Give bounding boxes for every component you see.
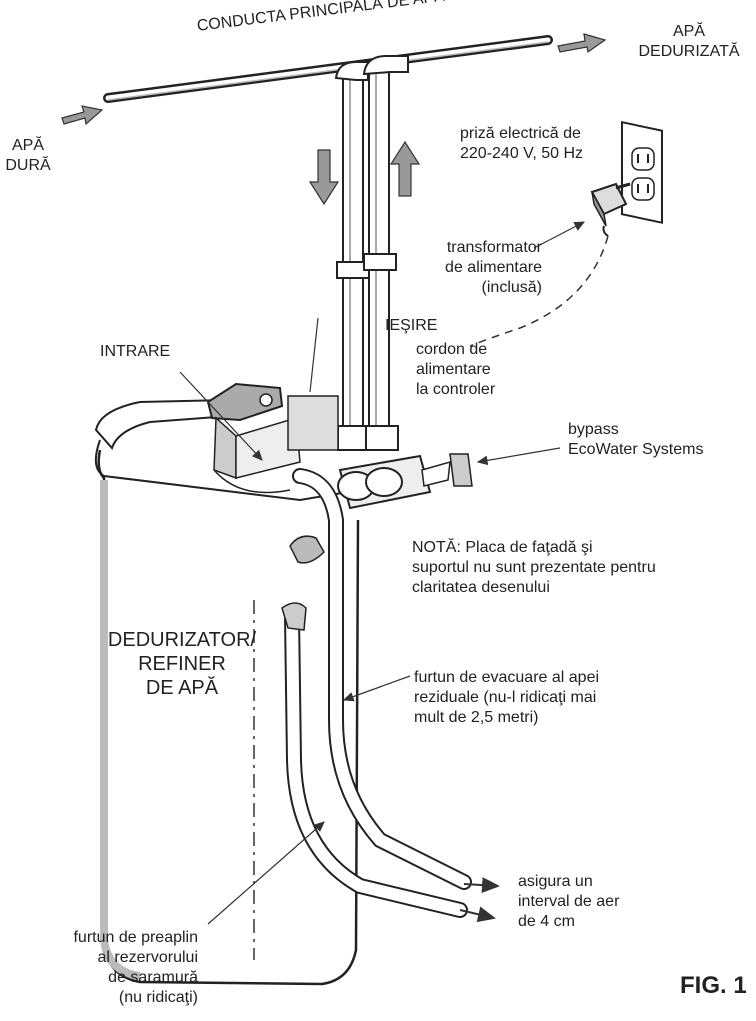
air-gap-arrow-bottom [459,906,496,923]
overflow-hose-leader [207,821,325,925]
drain-hose-leader [342,675,411,702]
water-softener-cabinet [94,398,361,986]
hard-water-flow-arrow [61,105,104,126]
down-flow-arrow [308,149,340,206]
transformer-leader [533,221,586,249]
outlet-fitting [289,535,325,564]
bypass-leader [476,447,561,466]
up-flow-arrow [389,140,421,197]
main-water-pipe [103,35,553,103]
brine-overflow-hose [281,602,468,918]
power-cord [469,235,609,347]
outlet-leader [309,317,319,393]
bypass-valve [337,453,473,510]
drain-hose [292,468,472,890]
electrical-outlet-icon [621,120,663,224]
riser-pipes [334,55,409,451]
control-valve [206,382,339,494]
soft-water-flow-arrow [557,33,607,54]
power-transformer-icon [590,182,631,237]
inlet-leader [179,371,263,461]
inlet-port-label: INTRARE [100,343,171,360]
figure-label: FIG. 1 [680,972,747,999]
outlet-port-label: IEŞIRE [385,317,438,334]
air-gap-arrow-top [463,877,500,894]
